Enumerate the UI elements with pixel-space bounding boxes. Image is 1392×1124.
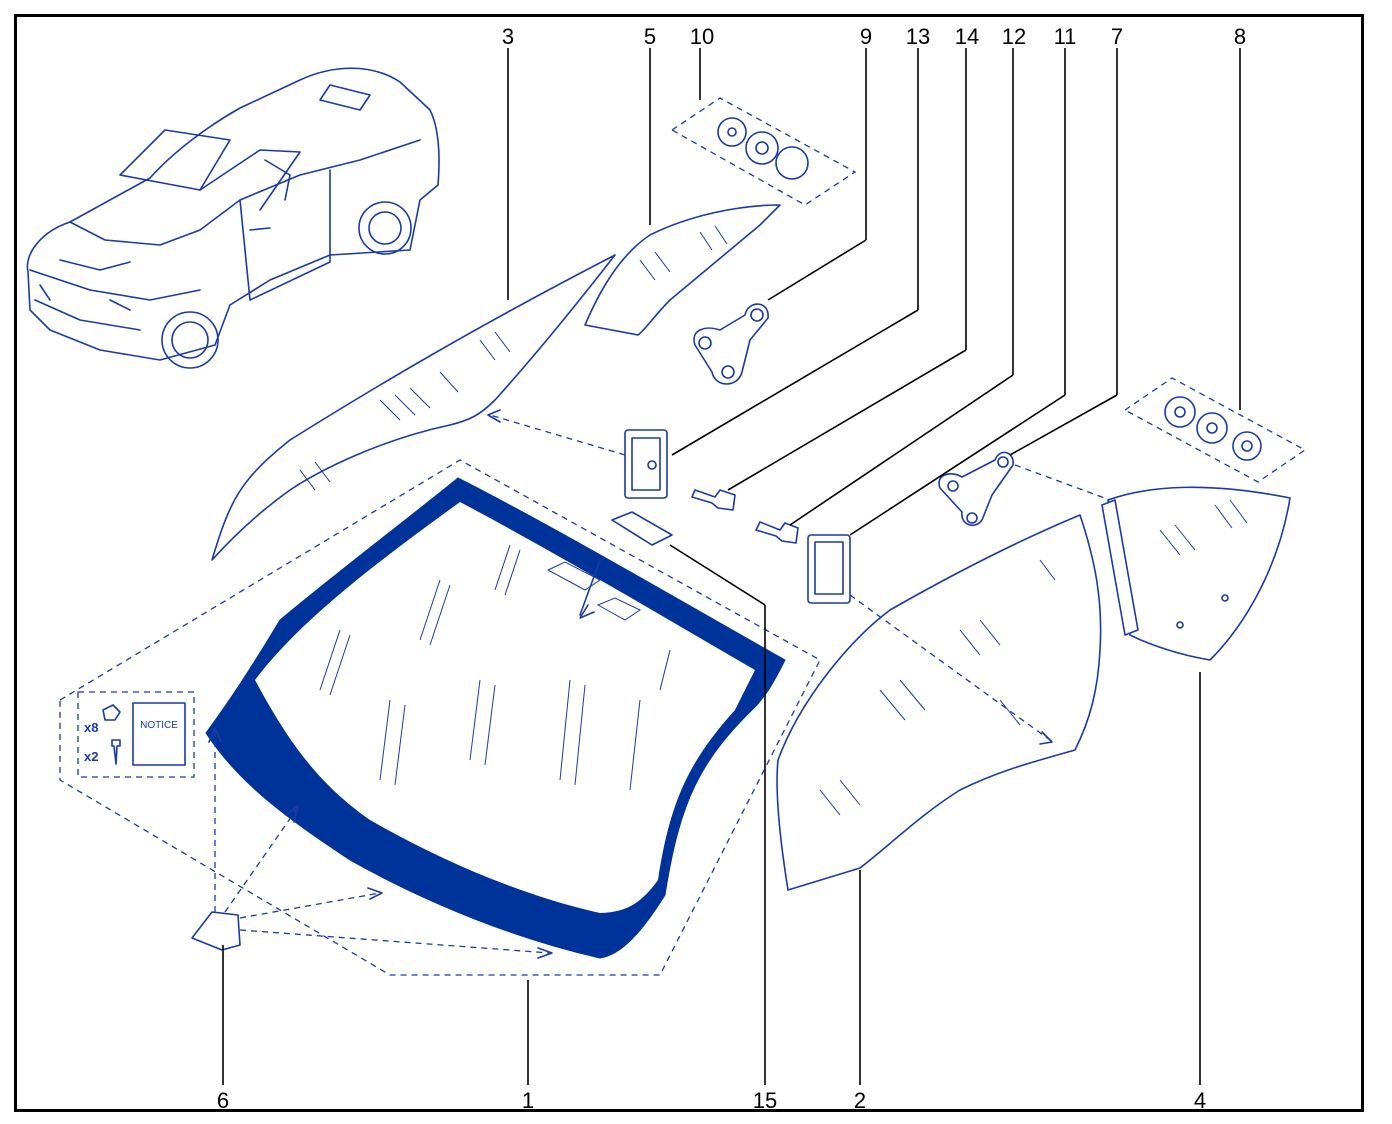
label-13: 13 (906, 24, 930, 49)
kit-notice-label: NOTICE (140, 720, 178, 731)
label-6: 6 (217, 1088, 229, 1113)
label-15: 15 (753, 1088, 777, 1113)
notice-booklet-icon (132, 702, 186, 766)
part-14-bolt (691, 489, 736, 511)
car-illustration (26, 67, 440, 369)
label-5: 5 (644, 24, 656, 49)
label-7: 7 (1111, 24, 1123, 49)
part-3-glass (211, 254, 616, 561)
label-14: 14 (955, 24, 979, 49)
label-2: 2 (854, 1088, 866, 1113)
part-13-clip (487, 409, 668, 499)
part-8-washers (1123, 377, 1307, 483)
part-2-glass (776, 514, 1102, 891)
label-4: 4 (1194, 1088, 1206, 1113)
clip-icon (102, 704, 121, 721)
label-11: 11 (1054, 24, 1077, 49)
leader-lines (222, 48, 1241, 1085)
part-6-sensor (191, 727, 553, 959)
fixing-kit: x8 x2 NOTICE (77, 691, 195, 778)
part-15-pad (611, 511, 673, 546)
part-10-washers (670, 97, 857, 206)
label-12: 12 (1002, 24, 1026, 49)
diagram-frame (14, 14, 1364, 1112)
kit-qty-clips: x8 (84, 720, 98, 735)
kit-qty-screws: x2 (84, 749, 98, 764)
part-11-clip (807, 534, 1053, 745)
label-8: 8 (1234, 24, 1246, 49)
screw-icon (111, 739, 121, 765)
label-10: 10 (690, 24, 714, 49)
label-1: 1 (522, 1088, 534, 1113)
part-5-glass (584, 204, 781, 336)
label-3: 3 (502, 24, 514, 49)
label-9: 9 (860, 24, 872, 49)
part-7-bracket (938, 451, 1111, 527)
part-1-windscreen (59, 459, 821, 976)
part-9-bracket (693, 303, 769, 385)
part-4-glass (1101, 486, 1291, 661)
part-labels: 3 5 10 9 13 14 12 11 7 8 6 1 15 2 4 (217, 24, 1246, 1113)
part-12-bolt (755, 521, 799, 544)
